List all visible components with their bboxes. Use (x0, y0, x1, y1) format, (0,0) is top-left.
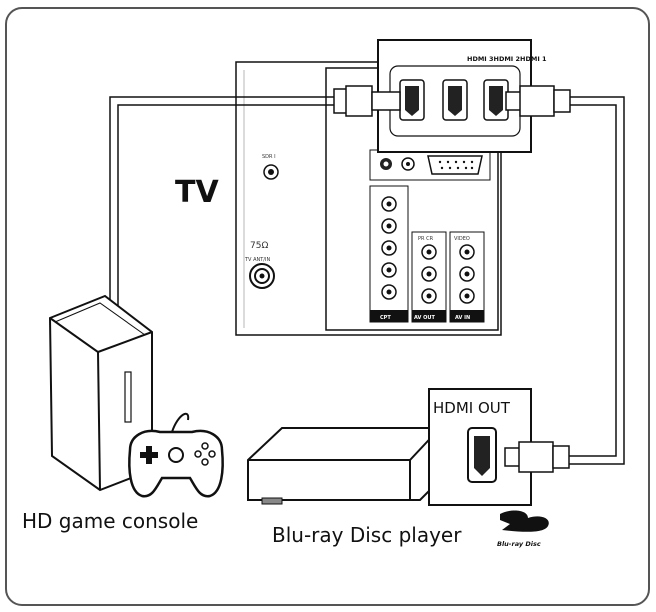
sdr-port-label: SDR I (262, 154, 276, 160)
hdmi-out-label: HDMI OUT (433, 399, 511, 417)
av-out-column: PR CR AV OUT (411, 231, 447, 323)
hdmi-plug-icon (505, 85, 571, 117)
hdmi-inputs-label: HDMI 3HDMI 2HDMI 1 (467, 55, 547, 63)
av-in-label: AV IN (455, 315, 470, 321)
av-in-column: VIDEO AV IN (449, 231, 485, 323)
hdmi-port-3 (399, 79, 425, 121)
hdmi-port-2 (442, 79, 468, 121)
hdmi-input-block: HDMI 3HDMI 2HDMI 1 (377, 39, 547, 153)
hdmi-out-panel: HDMI OUT (428, 388, 532, 506)
tv-label: TV (175, 175, 219, 210)
bluray-logo-icon: Blu-ray Disc (497, 510, 549, 548)
game-console-label: HD game console (22, 509, 198, 533)
hdmi-port-1 (483, 79, 509, 121)
hdmi-cable-console (109, 96, 334, 322)
bluray-player-label: Blu-ray Disc player (272, 523, 462, 547)
bluray-player-icon (247, 427, 441, 505)
cpt-label: CPT (380, 315, 391, 321)
hdmi-out-port (467, 427, 497, 483)
gamepad-icon (128, 412, 224, 498)
video-label: VIDEO (454, 236, 470, 242)
sdr-port: SDR I (262, 154, 279, 180)
audio-video-top-ports (369, 149, 491, 181)
antenna-sublabel: TV ANT/IN (244, 257, 270, 263)
hdmi-plug-icon (333, 85, 401, 117)
av-out-label: AV OUT (414, 315, 435, 321)
hdmi-cable-bluray (568, 96, 625, 465)
hdmi-plug-icon (504, 441, 570, 473)
bluray-logo-text: Blu-ray Disc (497, 540, 541, 548)
antenna-label: 75Ω (250, 241, 268, 251)
component-input-column: CPT (369, 185, 409, 323)
antenna-port: 75Ω TV ANT/IN (244, 241, 275, 289)
pr-label: PR CR (418, 236, 434, 242)
